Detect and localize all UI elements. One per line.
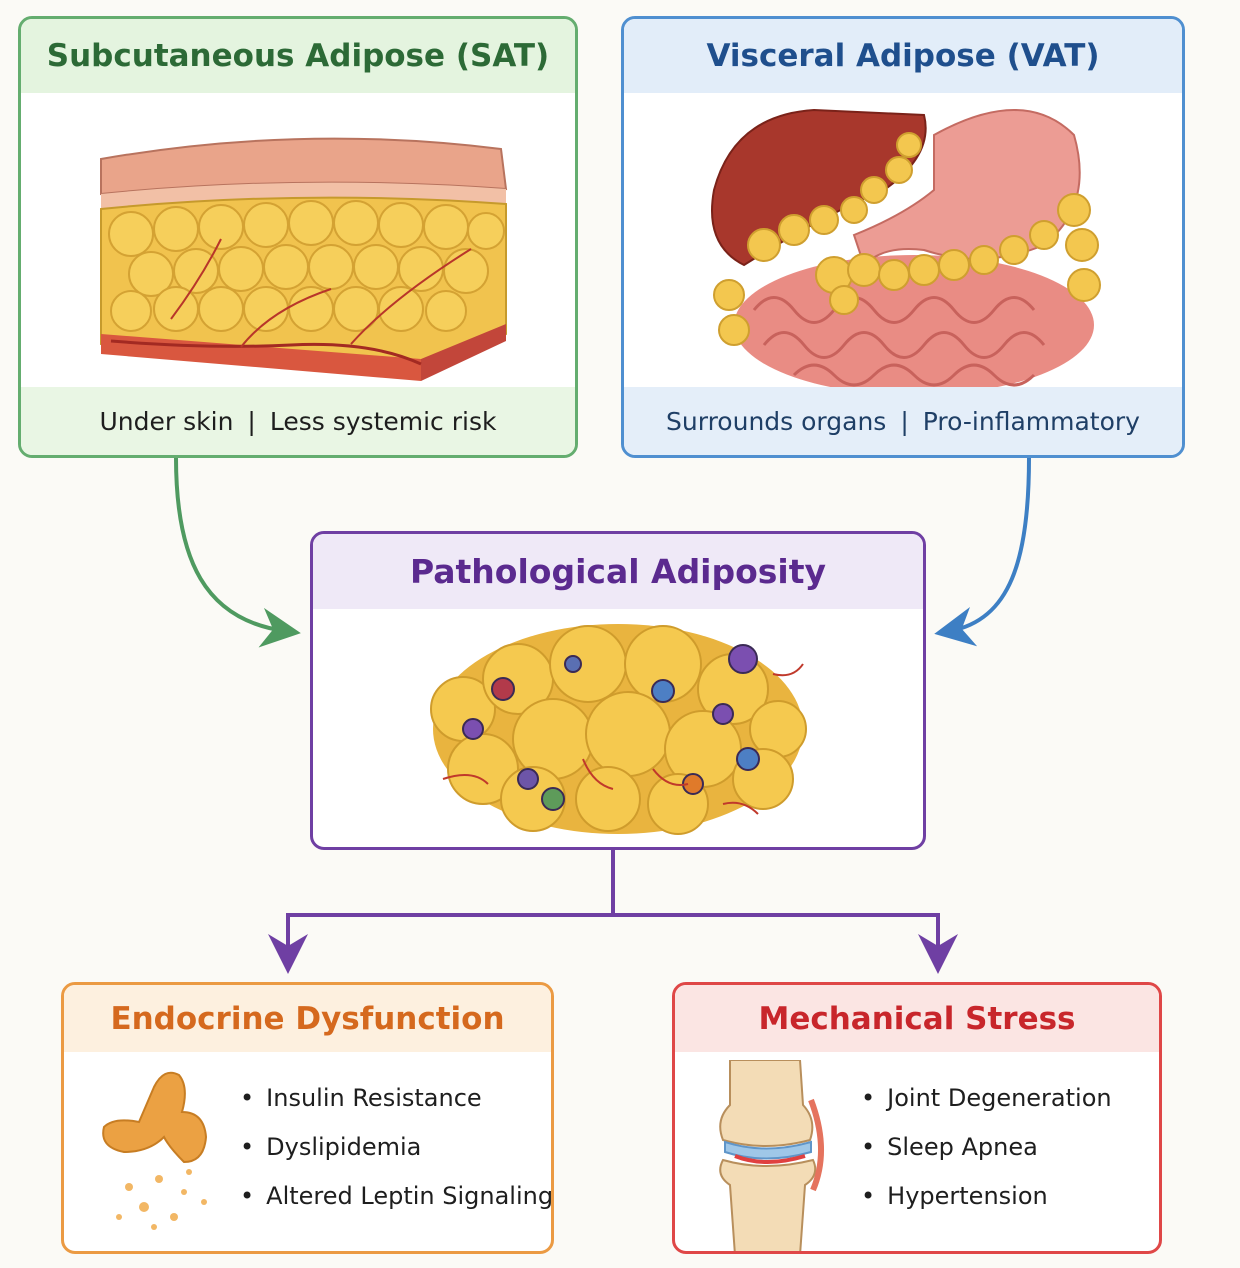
vat-caption-left: Surrounds organs <box>666 406 887 436</box>
mechanical-title: Mechanical Stress <box>675 985 1159 1052</box>
vat-panel: Visceral Adipose (VAT) Surrounds organs … <box>621 16 1185 458</box>
endocrine-title: Endocrine Dysfunction <box>64 985 551 1052</box>
vat-title: Visceral Adipose (VAT) <box>624 19 1182 93</box>
mechanical-list: Joint Degeneration Sleep Apnea Hypertens… <box>861 1083 1112 1230</box>
vat-caption-separator: | <box>900 406 909 436</box>
sat-to-pathological-arrow <box>174 457 301 648</box>
pathological-title: Pathological Adiposity <box>313 534 923 609</box>
endocrine-item: Dyslipidemia <box>240 1132 551 1181</box>
abdominal-organs-illustration <box>711 108 1101 387</box>
endocrine-item: Altered Leptin Signaling <box>240 1181 551 1230</box>
vat-caption: Surrounds organs | Pro-inflammatory <box>624 387 1182 455</box>
inflamed-fat-cluster-illustration <box>430 624 807 835</box>
vat-caption-right: Pro-inflammatory <box>922 406 1140 436</box>
vat-to-pathological-arrow <box>934 457 1031 647</box>
endocrine-dysfunction-panel: Endocrine Dysfunction Insulin Resistance… <box>61 982 554 1254</box>
sat-caption-left: Under skin <box>99 406 234 436</box>
mechanical-item: Hypertension <box>861 1181 1112 1230</box>
sat-panel: Subcutaneous Adipose (SAT) Under skin | … <box>18 16 578 458</box>
mechanical-stress-panel: Mechanical Stress Joint Degeneration Sle… <box>672 982 1162 1254</box>
knee-joint-icon <box>719 1060 824 1251</box>
pathological-adiposity-panel: Pathological Adiposity <box>310 531 926 850</box>
sat-caption: Under skin | Less systemic risk <box>21 387 575 455</box>
mechanical-item: Joint Degeneration <box>861 1083 1111 1132</box>
pancreas-icon <box>102 1071 208 1230</box>
sat-title: Subcutaneous Adipose (SAT) <box>21 19 575 93</box>
sat-caption-right: Less systemic risk <box>269 406 497 436</box>
mechanical-item: Sleep Apnea <box>861 1132 1112 1181</box>
endocrine-item: Insulin Resistance <box>240 1083 551 1132</box>
skin-fat-tissue-illustration <box>100 137 508 381</box>
endocrine-list: Insulin Resistance Dyslipidemia Altered … <box>240 1083 551 1230</box>
sat-caption-separator: | <box>247 406 256 436</box>
